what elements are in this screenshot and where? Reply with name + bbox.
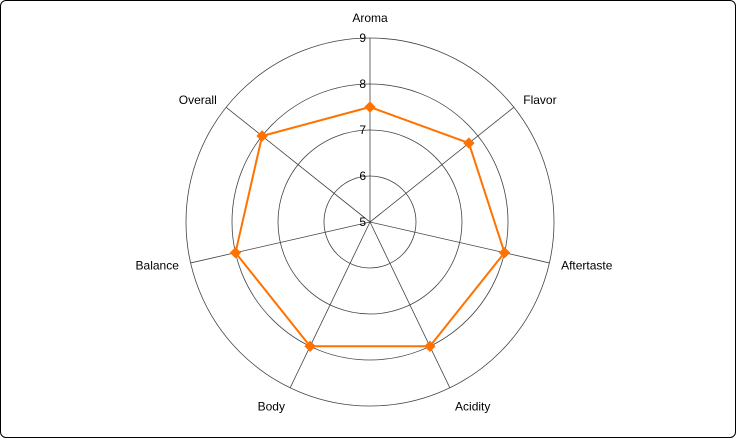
data-point-flavor[interactable] — [463, 137, 475, 149]
tick-label-6: 6 — [359, 169, 366, 183]
spoke-aftertaste — [369, 221, 550, 264]
series-line-0 — [234, 106, 506, 348]
spoke-body — [289, 221, 371, 388]
tick-label-9: 9 — [359, 31, 366, 45]
data-point-aftertaste[interactable] — [498, 246, 511, 259]
axis-label-aftertaste: Aftertaste — [561, 259, 613, 273]
axis-label-flavor: Flavor — [523, 93, 556, 107]
series-layer — [229, 101, 511, 353]
data-point-acidity[interactable] — [424, 340, 436, 353]
data-point-balance[interactable] — [229, 246, 242, 259]
spoke-acidity — [369, 221, 451, 388]
tick-label-5: 5 — [359, 215, 366, 229]
data-point-body[interactable] — [304, 340, 316, 353]
axis-label-body: Body — [258, 400, 285, 414]
radial-tick-labels: 5 6 7 8 9 — [359, 31, 366, 229]
axis-label-aroma: Aroma — [352, 11, 388, 25]
spoke-flavor — [369, 106, 515, 223]
tick-label-7: 7 — [359, 123, 366, 137]
axis-label-overall: Overall — [179, 93, 217, 107]
spoke-overall — [225, 106, 371, 223]
tick-label-8: 8 — [359, 77, 366, 91]
data-point-overall[interactable] — [256, 130, 268, 142]
axis-label-acidity: Acidity — [455, 400, 490, 414]
radar-grid — [185, 37, 555, 407]
axis-label-balance: Balance — [136, 259, 180, 273]
spoke-balance — [190, 221, 371, 264]
data-point-aroma[interactable] — [364, 101, 376, 113]
